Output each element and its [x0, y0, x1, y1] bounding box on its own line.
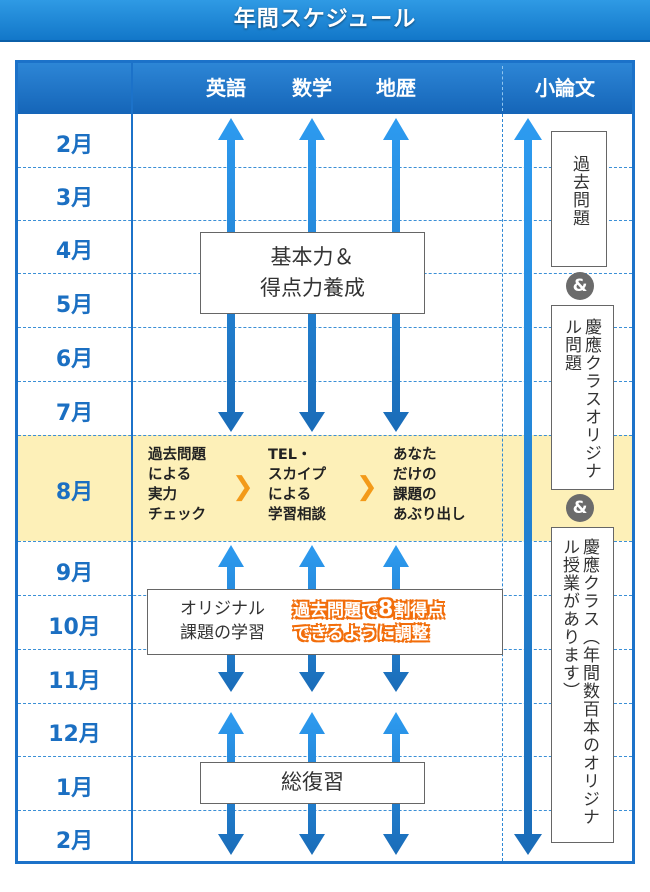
- month-label: 6月: [55, 347, 94, 372]
- month-label: 4月: [55, 239, 94, 264]
- column-header-band: [18, 63, 632, 114]
- month-label: 5月: [55, 293, 94, 318]
- target-note-number: 8: [378, 597, 394, 622]
- step-line: TEL・: [268, 447, 312, 463]
- month-label: 9月: [55, 561, 94, 586]
- month-label: 11月: [48, 669, 101, 694]
- row-divider: [18, 810, 632, 811]
- month-label: 7月: [55, 401, 94, 426]
- original-study-line1: オリジナル: [180, 599, 265, 619]
- original-study-line2: 課題の学習: [180, 623, 265, 643]
- essay-original-questions-text: 慶應クラスオリジナル問題: [561, 318, 601, 480]
- review-text: 総復習: [281, 770, 344, 794]
- essay-column-divider: [502, 114, 503, 861]
- essay-original-questions-box: [551, 305, 614, 490]
- target-note-part2: 割得点: [393, 601, 445, 621]
- essay-lessons-box: [551, 527, 614, 843]
- column-essay: 小論文: [535, 76, 595, 100]
- original-study-text: オリジナル 課題の学習: [155, 597, 290, 645]
- page-title: 年間スケジュール: [233, 7, 417, 32]
- step-self-check: 過去問題 による 実力 チェック: [148, 445, 206, 525]
- basic-skills-box: [200, 232, 425, 314]
- row-divider: [18, 435, 632, 436]
- month-label: 2月: [55, 829, 94, 854]
- row-divider: [18, 541, 632, 542]
- chevron-right-icon: ❯: [232, 472, 254, 502]
- row-divider: [18, 756, 632, 757]
- step-line: スカイプ: [268, 467, 326, 483]
- ampersand-badge: &: [566, 494, 594, 522]
- step-line: による: [148, 467, 192, 483]
- row-divider: [18, 220, 632, 221]
- essay-lessons-text: 慶應クラス（年間数百本のオリジナル授業があります）: [559, 538, 599, 826]
- header-divider: [502, 66, 503, 111]
- original-study-box: [147, 589, 503, 655]
- step-line: 実力: [148, 487, 177, 503]
- column-math: 数学: [292, 76, 332, 100]
- column-english: 英語: [206, 76, 246, 100]
- column-geo-history: 地歴: [376, 76, 416, 100]
- month-label: 1月: [55, 776, 94, 801]
- step-line: だけの: [393, 467, 437, 483]
- ampersand-badge: &: [566, 272, 594, 300]
- essay-past-exams-text: 過去問題: [569, 155, 589, 227]
- step-line: あぶり出し: [393, 507, 466, 523]
- month-column-separator: [131, 63, 133, 861]
- month-label: 10月: [48, 615, 101, 640]
- row-divider: [18, 327, 632, 328]
- step-line: 課題の: [393, 487, 437, 503]
- row-divider: [18, 167, 632, 168]
- title-bar: [0, 0, 650, 42]
- target-score-note: 過去問題で8割得点 できるように調整: [293, 598, 503, 646]
- step-issue-finding: あなた だけの 課題の あぶり出し: [393, 445, 466, 525]
- month-label: 3月: [55, 186, 94, 211]
- row-divider: [18, 703, 632, 704]
- step-line: あなた: [393, 447, 437, 463]
- target-note-line2: できるように調整: [293, 624, 429, 644]
- chevron-right-icon: ❯: [356, 472, 378, 502]
- row-divider: [18, 381, 632, 382]
- essay-past-exams-box: [551, 131, 607, 267]
- step-line: チェック: [148, 507, 206, 523]
- arrow-essay: [514, 118, 542, 855]
- month-label: 8月: [55, 480, 94, 505]
- step-consultation: TEL・ スカイプ による 学習相談: [268, 445, 326, 525]
- basic-skills-line2: 得点力養成: [260, 276, 365, 300]
- basic-skills-line1: 基本力＆: [270, 245, 355, 269]
- month-label: 2月: [55, 133, 94, 158]
- target-note-part1: 過去問題で: [293, 601, 378, 621]
- step-line: による: [268, 487, 312, 503]
- basic-skills-text: 基本力＆ 得点力養成: [200, 242, 425, 304]
- step-line: 学習相談: [268, 507, 326, 523]
- target-note-line1: 過去問題で8割得点: [293, 598, 503, 623]
- review-box: [200, 762, 425, 804]
- month-label: 12月: [48, 722, 101, 747]
- step-line: 過去問題: [148, 447, 206, 463]
